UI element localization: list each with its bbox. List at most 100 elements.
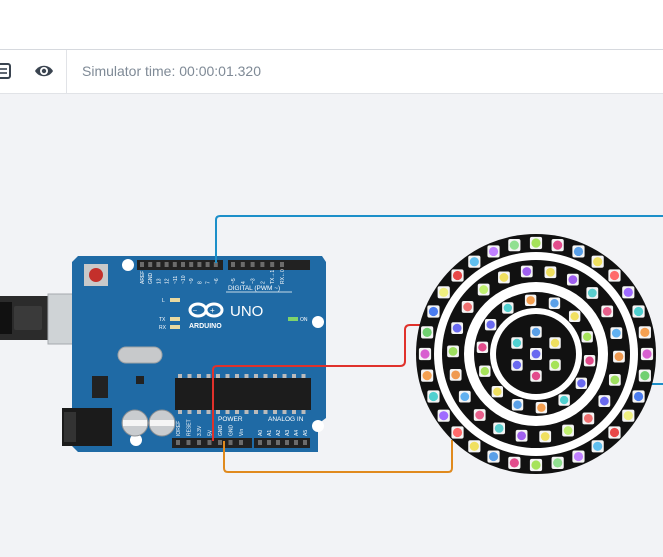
led-pixel[interactable] — [469, 257, 479, 267]
led-pixel[interactable] — [633, 391, 644, 402]
led-pixel[interactable] — [568, 275, 578, 285]
led-pixel[interactable] — [512, 360, 522, 370]
power-pin[interactable] — [239, 440, 243, 445]
digital-pin[interactable] — [189, 262, 194, 267]
digital-pin[interactable] — [205, 262, 210, 267]
led-pixel[interactable] — [460, 392, 470, 402]
digital-pin[interactable] — [240, 262, 245, 267]
led-pixel[interactable] — [614, 352, 624, 362]
led-pixel[interactable] — [451, 370, 461, 380]
led-pixel[interactable] — [439, 411, 449, 421]
analog-pin[interactable] — [285, 440, 289, 445]
digital-pin[interactable] — [250, 262, 255, 267]
led-pixel[interactable] — [559, 395, 569, 405]
led-pixel[interactable] — [623, 287, 633, 297]
led-pixel[interactable] — [640, 327, 650, 337]
digital-pin[interactable] — [213, 262, 218, 267]
digital-pin[interactable] — [181, 262, 185, 267]
led-pixel[interactable] — [422, 371, 432, 381]
led-pixel[interactable] — [553, 458, 563, 468]
digital-pin[interactable] — [270, 262, 275, 267]
led-pixel[interactable] — [475, 410, 485, 420]
power-pin[interactable] — [197, 440, 201, 445]
led-pixel[interactable] — [563, 426, 573, 435]
power-pin[interactable] — [228, 440, 233, 445]
digital-pin[interactable] — [172, 262, 177, 267]
led-pixel[interactable] — [640, 371, 650, 381]
analog-header[interactable] — [254, 438, 310, 448]
led-pixel[interactable] — [642, 349, 652, 359]
led-pixel[interactable] — [531, 371, 541, 381]
digital-pin[interactable] — [260, 262, 265, 267]
led-pixel-center[interactable] — [531, 349, 541, 359]
led-pixel[interactable] — [550, 360, 560, 370]
power-pin[interactable] — [176, 440, 180, 445]
led-pixel[interactable] — [587, 288, 597, 298]
led-pixel[interactable] — [478, 343, 487, 352]
digital-pin[interactable] — [280, 262, 284, 267]
led-pixel[interactable] — [503, 303, 513, 313]
led-pixel[interactable] — [422, 327, 432, 337]
digital-pin[interactable] — [156, 262, 161, 267]
power-pin[interactable] — [186, 440, 191, 445]
led-pixel[interactable] — [494, 423, 504, 433]
led-pixel[interactable] — [573, 451, 584, 462]
led-pixel[interactable] — [512, 338, 522, 348]
digital-header-right[interactable] — [228, 260, 310, 270]
led-pixel[interactable] — [537, 403, 546, 412]
analog-pin[interactable] — [276, 440, 280, 445]
analog-pin[interactable] — [294, 440, 298, 445]
neopixel-rings[interactable] — [416, 234, 656, 474]
led-pixel[interactable] — [488, 246, 499, 257]
led-pixel[interactable] — [452, 270, 463, 281]
led-pixel[interactable] — [522, 267, 532, 276]
led-pixel[interactable] — [469, 441, 479, 451]
led-pixel[interactable] — [602, 306, 612, 316]
led-pixel[interactable] — [531, 327, 541, 337]
reset-button[interactable] — [84, 264, 108, 286]
blue-wire-top[interactable] — [215, 215, 663, 263]
led-pixel[interactable] — [428, 306, 439, 317]
power-pin[interactable] — [207, 440, 212, 445]
digital-pin[interactable] — [148, 262, 153, 267]
led-pixel[interactable] — [570, 312, 579, 321]
led-pixel[interactable] — [479, 285, 489, 294]
led-pixel[interactable] — [439, 287, 449, 297]
led-pixel[interactable] — [633, 306, 644, 317]
led-pixel[interactable] — [488, 451, 499, 462]
led-pixel[interactable] — [546, 267, 555, 277]
led-pixel[interactable] — [599, 396, 609, 406]
led-pixel[interactable] — [585, 356, 594, 365]
led-pixel[interactable] — [610, 375, 620, 385]
led-pixel[interactable] — [509, 458, 519, 468]
red-wire[interactable] — [212, 324, 432, 441]
analog-pin[interactable] — [303, 440, 307, 445]
led-pixel[interactable] — [540, 432, 550, 441]
led-pixel[interactable] — [448, 346, 458, 356]
digital-header-left[interactable] — [137, 260, 223, 270]
digital-pin[interactable] — [140, 262, 144, 267]
eye-icon[interactable] — [33, 61, 53, 81]
led-pixel[interactable] — [452, 323, 462, 333]
led-pixel[interactable] — [577, 379, 586, 388]
led-pixel[interactable] — [486, 320, 495, 329]
led-pixel[interactable] — [493, 387, 502, 396]
led-pixel[interactable] — [420, 349, 430, 359]
led-pixel[interactable] — [531, 460, 541, 470]
led-pixel[interactable] — [550, 299, 559, 308]
led-pixel[interactable] — [553, 240, 563, 250]
led-pixel[interactable] — [517, 431, 526, 441]
orange-wire[interactable] — [223, 440, 453, 473]
led-pixel[interactable] — [593, 257, 603, 267]
led-pixel[interactable] — [509, 240, 519, 250]
digital-pin[interactable] — [231, 262, 235, 267]
led-pixel[interactable] — [428, 391, 439, 402]
led-pixel[interactable] — [531, 238, 541, 248]
led-pixel[interactable] — [582, 332, 592, 342]
led-pixel[interactable] — [623, 411, 633, 421]
led-pixel[interactable] — [611, 328, 621, 338]
led-pixel[interactable] — [513, 400, 522, 409]
led-pixel[interactable] — [609, 427, 620, 438]
